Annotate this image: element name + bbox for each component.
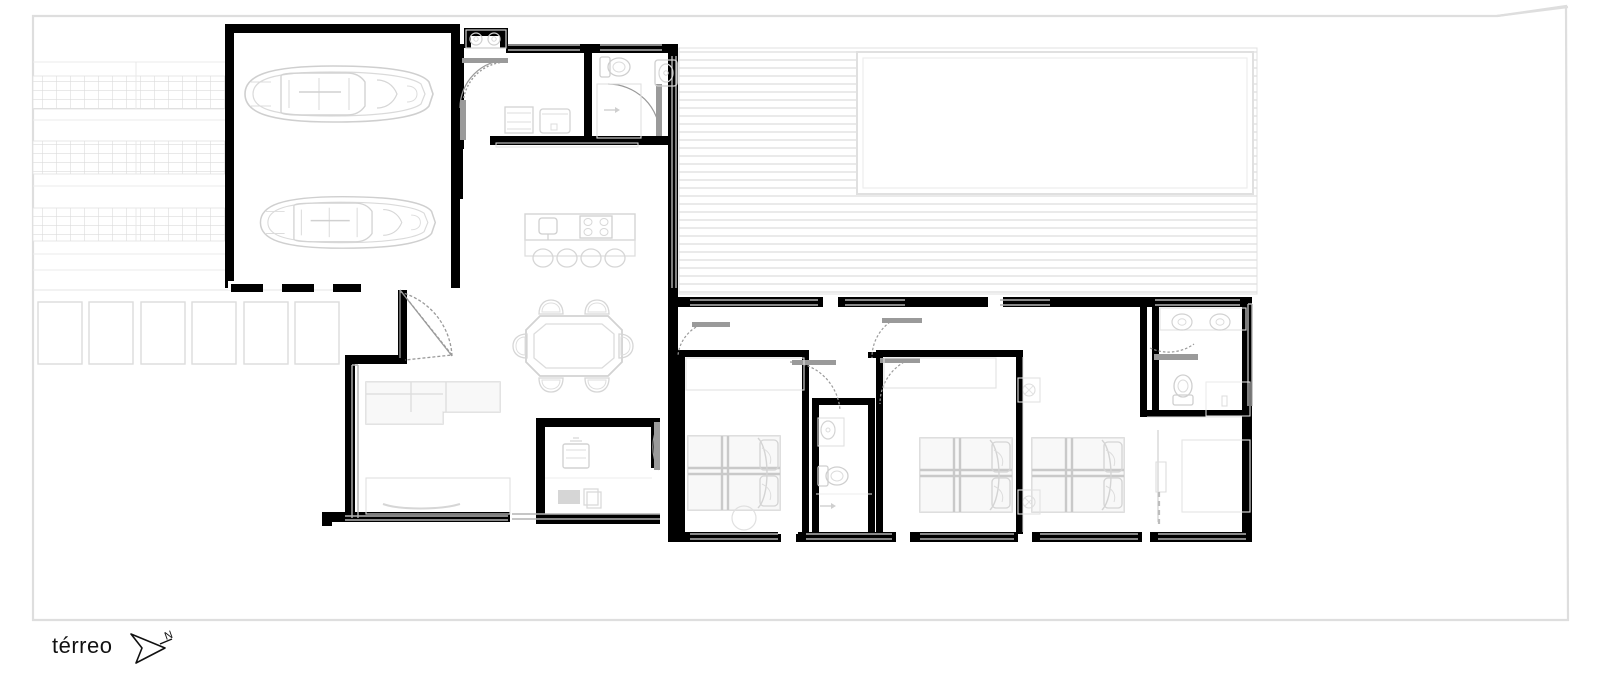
top-appliances (465, 29, 507, 49)
stool-2 (556, 248, 578, 268)
laundry-furniture (545, 437, 652, 509)
living-room-furniture (365, 381, 511, 515)
bedroom-3-furniture (1017, 377, 1126, 515)
bathroom-1-fixtures (816, 417, 872, 509)
service-bath-fixtures (1155, 307, 1251, 528)
north-arrow-icon: N (130, 629, 175, 664)
stool-3 (580, 248, 602, 268)
floor-plan-title: térreo (52, 633, 113, 658)
corridor-lines (1022, 357, 1242, 532)
garage (225, 24, 460, 292)
bedroom-1-furniture (685, 357, 805, 531)
door-swings (399, 58, 1198, 534)
interior-partitions (672, 297, 1252, 534)
stool-4 (604, 248, 626, 268)
north-arrow-label: N (163, 629, 175, 643)
utility-appliances (495, 106, 639, 148)
stool-1 (532, 248, 554, 268)
kitchen-furniture (512, 213, 636, 393)
lot-boundary (31, 4, 1570, 622)
windows (345, 44, 1253, 540)
site-planters (33, 289, 358, 365)
swimming-pool (856, 51, 1254, 195)
guest-bathroom-fixtures (596, 56, 678, 139)
bedroom-2-furniture (883, 357, 1014, 514)
site-paving (32, 40, 230, 290)
